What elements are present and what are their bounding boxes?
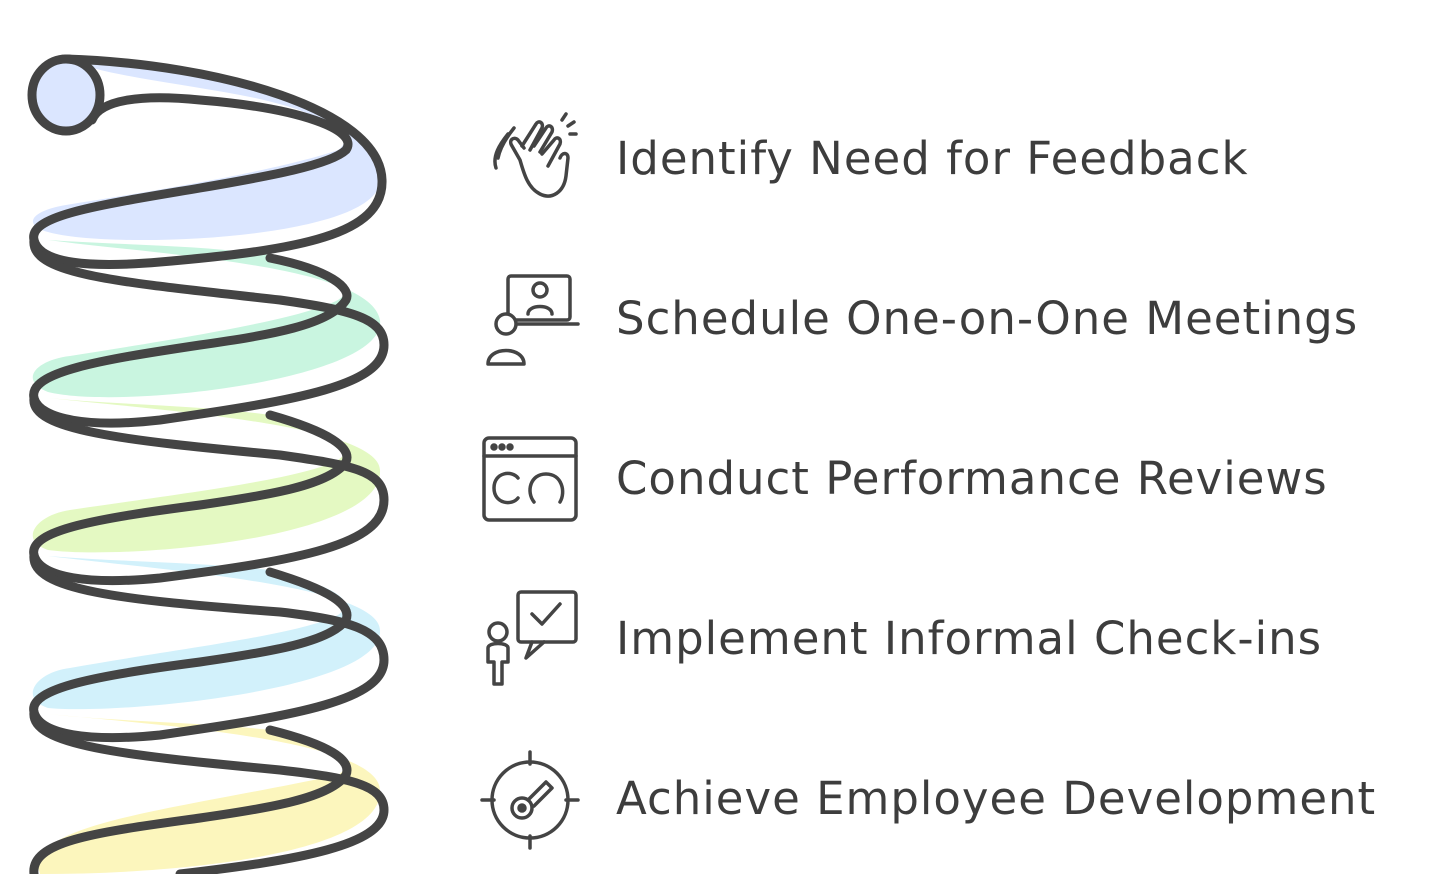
person-chat-check-icon (478, 586, 582, 690)
step-label: Conduct Performance Reviews (616, 451, 1328, 505)
browser-review-icon (478, 426, 582, 530)
video-call-icon (478, 266, 582, 370)
waving-hand-icon (478, 106, 582, 210)
step-label: Implement Informal Check-ins (616, 611, 1323, 665)
step-conduct-reviews: Conduct Performance Reviews (478, 423, 1328, 533)
step-identify-need: Identify Need for Feedback (478, 103, 1249, 213)
step-label: Achieve Employee Development (616, 771, 1377, 825)
coil-band-5 (36, 714, 381, 874)
step-employee-development: Achieve Employee Development (478, 743, 1376, 853)
coil-band-1 (32, 60, 381, 241)
step-label: Schedule One-on-One Meetings (616, 291, 1359, 345)
spiral-coil (27, 54, 389, 874)
step-label: Identify Need for Feedback (616, 131, 1249, 185)
target-growth-icon (478, 746, 582, 850)
step-informal-checkins: Implement Informal Check-ins (478, 583, 1322, 693)
step-schedule-meetings: Schedule One-on-One Meetings (478, 263, 1358, 373)
